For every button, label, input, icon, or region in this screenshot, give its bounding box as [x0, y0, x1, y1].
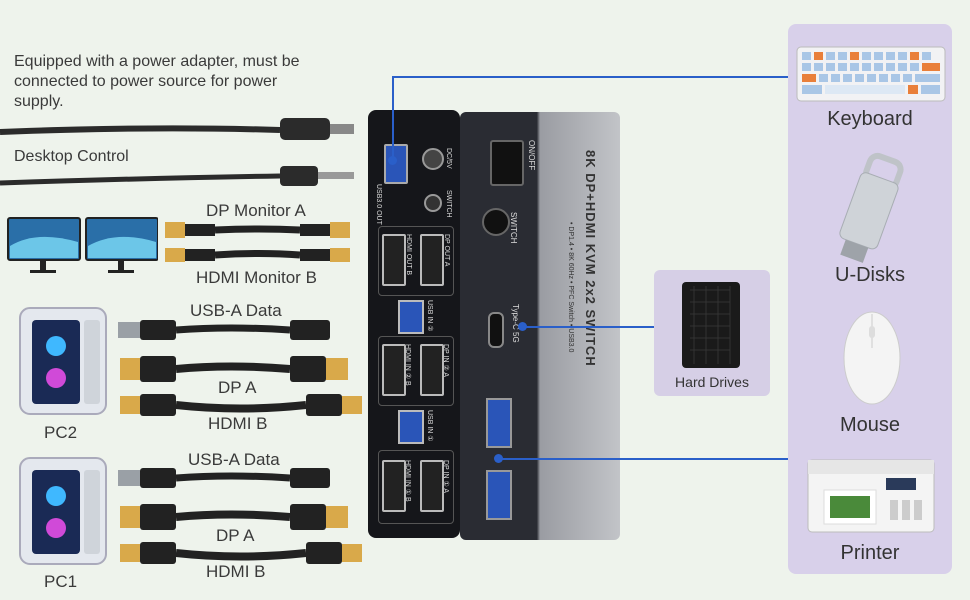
front-switch-button[interactable] [482, 208, 510, 236]
typec-port[interactable] [488, 312, 504, 348]
dp-in-2a-label: DP IN ② A [442, 344, 449, 377]
hard-drives-label: Hard Drives [675, 374, 749, 390]
dc-jack[interactable] [422, 148, 444, 170]
usb-out-vertical-line [392, 76, 394, 160]
hdmi-in-1b-label: HDMI IN ① B [404, 460, 411, 502]
dp-in-2a-port[interactable] [420, 344, 444, 396]
printer-icon [807, 459, 935, 533]
pc1-tower-icon [19, 457, 107, 565]
hdmi-in-2b-port[interactable] [382, 344, 406, 396]
pc2-hdmi-label: HDMI B [208, 414, 268, 433]
front-usb-port-1[interactable] [486, 398, 512, 448]
switch-jack[interactable] [424, 194, 442, 212]
dc-label: DC/5V [445, 148, 452, 169]
usb-in-2-port[interactable] [398, 300, 424, 334]
dp-in-1a-label: DP IN ① A [442, 460, 449, 493]
usb-in-1-port[interactable] [398, 410, 424, 444]
switch-jack-label: SWITCH [445, 190, 452, 218]
keyboard-label: Keyboard [827, 108, 913, 130]
device-title: 8K DP+HDMI KVM 2x2 SWITCH [583, 150, 598, 367]
hdmi-out-b-port[interactable] [382, 234, 406, 286]
hdmi-out-b-label: HDMI OUT B [405, 234, 412, 276]
pc2-tower-icon [19, 307, 107, 415]
pc2-usb-label: USB-A Data [190, 301, 282, 320]
udisks-label: U-Disks [835, 264, 905, 286]
pc1-usb-label: USB-A Data [188, 450, 280, 469]
front-usb-port-2[interactable] [486, 470, 512, 520]
device-subtitle: • DP1.4 • 8K 60Hz • PFC Switch • USB3.0 [567, 222, 574, 353]
hdmi-in-2b-label: HDMI IN ② B [404, 344, 411, 386]
usb-out-dot [388, 156, 397, 165]
hard-drive-icon [682, 282, 740, 368]
usb-out-port[interactable] [384, 144, 408, 184]
pc2-dp-label: DP A [218, 378, 257, 397]
dp-in-1a-port[interactable] [420, 460, 444, 512]
usb-disk-icon [839, 152, 904, 263]
mouse-icon [843, 311, 901, 405]
pc1-label: PC1 [44, 572, 78, 591]
power-switch[interactable] [490, 140, 524, 186]
keyboard-icon [796, 46, 946, 102]
dp-out-a-port[interactable] [420, 234, 444, 286]
power-note: Equipped with a power adapter, must be c… [14, 53, 300, 110]
monitor-icon [7, 217, 158, 273]
peripherals-panel: Keyboard U-Disks Mouse Printer [788, 24, 952, 574]
front-usb-dot [494, 454, 503, 463]
pc1-dp-label: DP A [216, 526, 255, 545]
hard-drive-card: Hard Drives [654, 270, 770, 396]
usb-in-2-label: USB IN ② [426, 300, 433, 332]
hard-drive-connector-line [522, 326, 654, 328]
hdmi-monitor-label: HDMI Monitor B [196, 268, 317, 287]
pc2-label: PC2 [44, 423, 78, 442]
dp-monitor-label: DP Monitor A [206, 201, 306, 220]
pc1-hdmi-label: HDMI B [206, 562, 266, 581]
hdmi-in-1b-port[interactable] [382, 460, 406, 512]
front-switch-label: SWITCH [509, 212, 518, 244]
printer-label: Printer [840, 542, 900, 564]
onoff-label: ON/OFF [527, 140, 536, 171]
typec-dot [518, 322, 527, 331]
mouse-label: Mouse [839, 414, 901, 436]
cables-illustration [0, 118, 362, 564]
usb-in-1-label: USB IN ① [426, 410, 433, 442]
usb-out-label: USB3.0 OUT [375, 184, 382, 225]
dp-out-a-label: DP OUT A [443, 234, 450, 267]
keyboard-connector-line [392, 76, 790, 78]
desktop-control-label: Desktop Control [14, 148, 129, 165]
printer-connector-line [498, 458, 806, 460]
kvm-rear-panel: USB3.0 OUT DC/5V SWITCH HDMI OUT B DP OU… [368, 110, 460, 538]
